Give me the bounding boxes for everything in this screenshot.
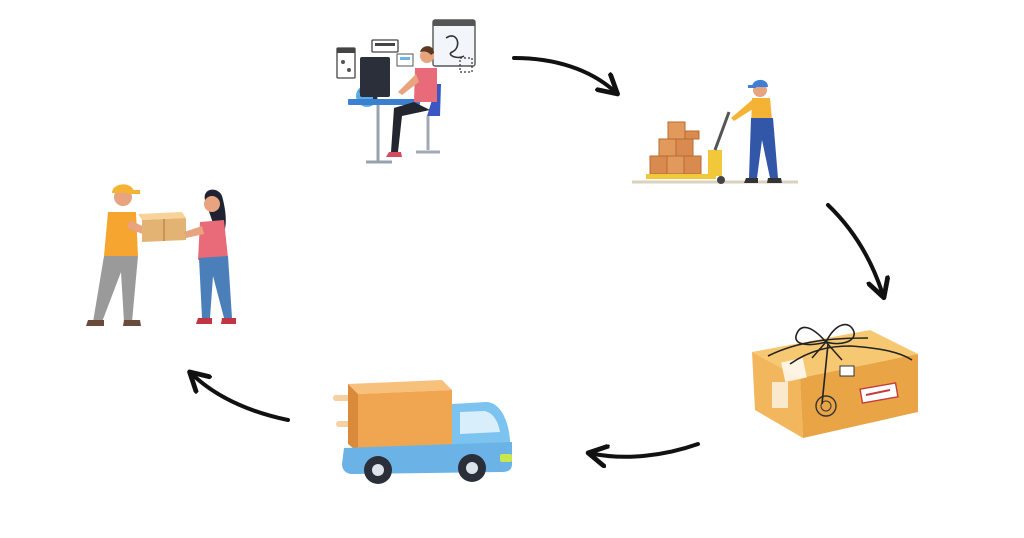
package-handover-icon bbox=[86, 184, 236, 326]
arrow-truck-to-handover bbox=[194, 376, 290, 422]
delivery-truck-icon bbox=[333, 380, 512, 484]
arrow-parcel-to-truck bbox=[594, 442, 700, 457]
arrow-computer-to-warehouse bbox=[512, 56, 613, 90]
arrow-warehouse-to-parcel bbox=[826, 203, 882, 292]
tied-parcel-box-icon bbox=[752, 323, 918, 438]
person-at-computer-icon bbox=[336, 19, 476, 164]
worker-pallet-jack-icon bbox=[632, 79, 798, 184]
